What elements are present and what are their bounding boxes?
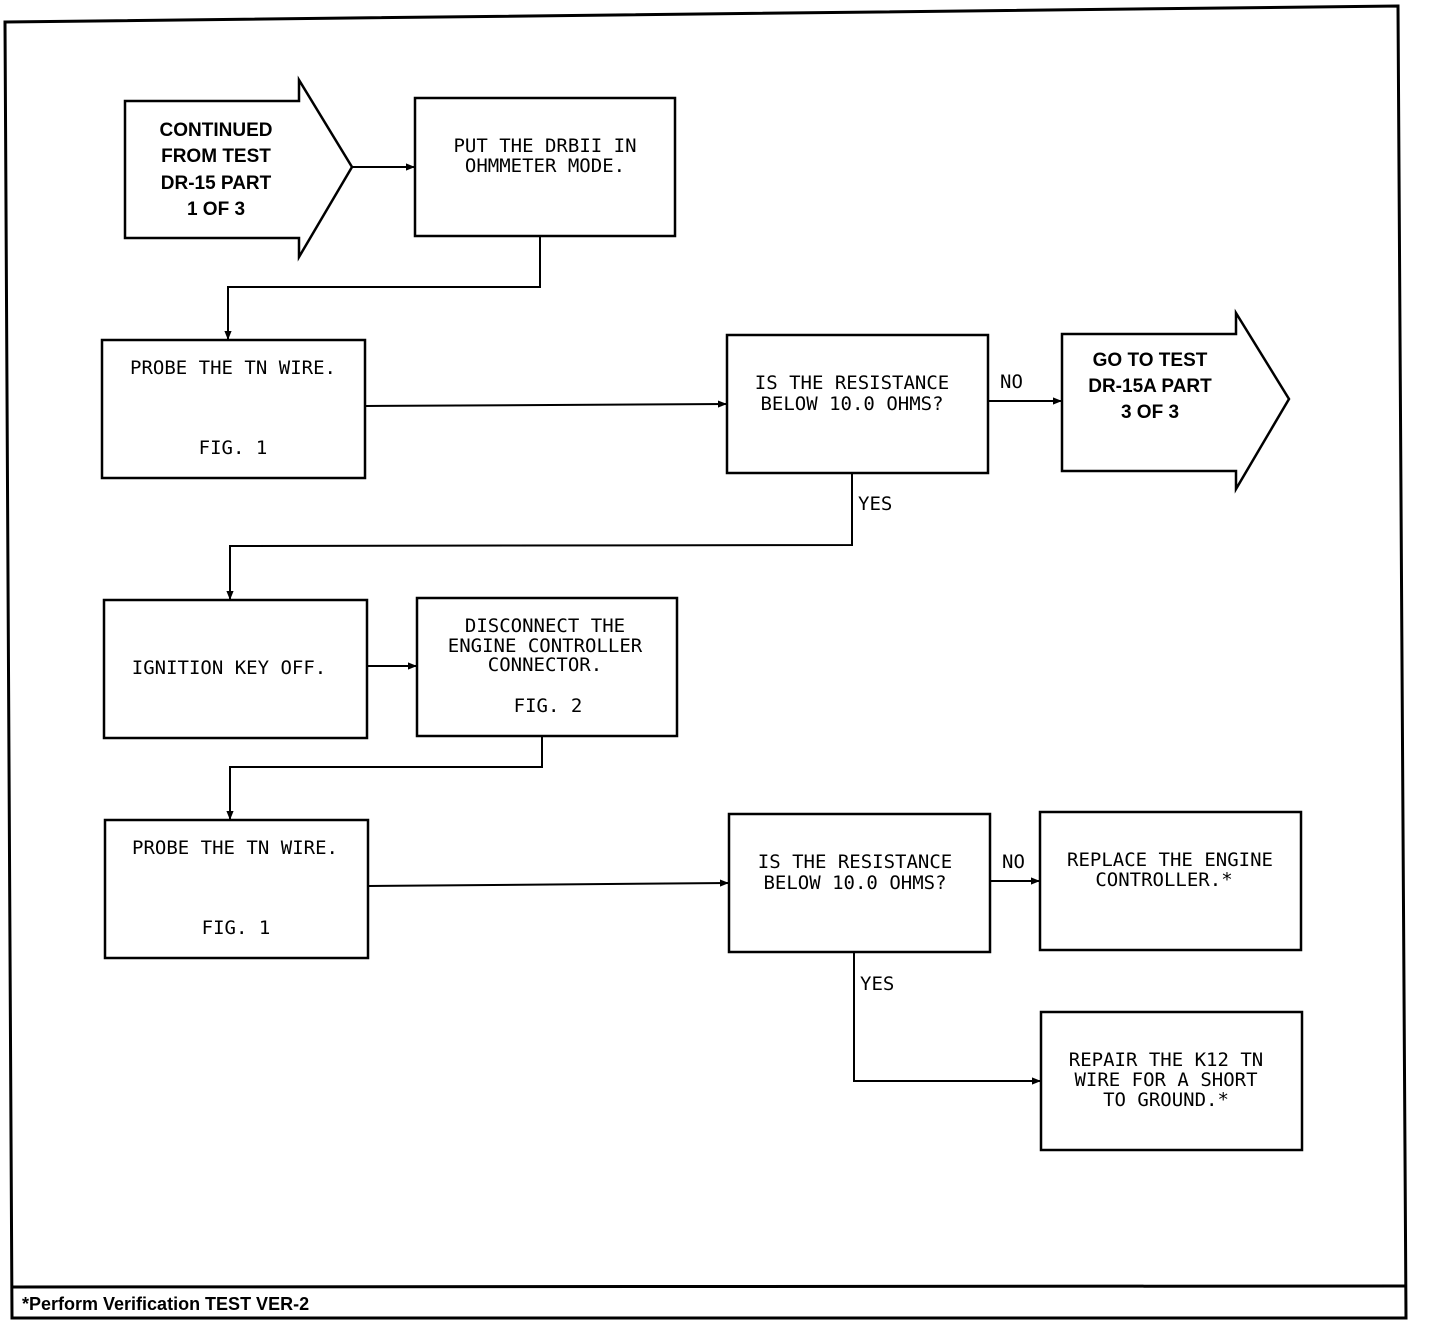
put-drbii-box [413,96,677,238]
goto-line-1: GO TO TEST [1093,350,1208,371]
footer-divider [11,1284,1406,1289]
repair-line-2: WIRE FOR A SHORT [1074,1069,1257,1091]
ignition-box [102,598,369,740]
decision-2-line-2: BELOW 10.0 OHMS? [763,872,946,894]
disconnect-line-2: ENGINE CONTROLLER [448,635,643,657]
put-drbii-line-1: PUT THE DRBII IN [453,135,636,157]
goto-line-3: 3 OF 3 [1121,402,1179,423]
replace-box [1038,810,1303,952]
decision-1-line-2: BELOW 10.0 OHMS? [760,393,943,415]
decision-1-box [725,333,990,475]
start-line-3: DR-15 PART [161,173,272,194]
repair-box [1039,1010,1304,1152]
label-yes-1: YES [858,493,892,515]
start-arrow-shape [123,75,354,262]
probe-1-line-1: PROBE THE TN WIRE. [130,357,336,379]
connector-disconnect-to-probe-2 [226,736,543,820]
connector-decision-2-to-repair [853,952,1041,1085]
decision-2-box [727,812,992,954]
start-line-4: 1 OF 3 [187,199,245,220]
decision-1-line-1: IS THE RESISTANCE [755,372,949,394]
label-no-2: NO [1002,851,1025,873]
disconnect-box [415,596,679,738]
disconnect-line-3: CONNECTOR. [488,654,602,676]
connector-decision-1-to-ignition [226,473,853,600]
connector-probe-2-to-decision-2 [367,879,730,887]
footer-note: *Perform Verification TEST VER-2 [22,1294,309,1314]
probe-1-fig: FIG. 1 [199,437,268,459]
goto-arrow-shape [1060,308,1291,494]
decision-2-line-1: IS THE RESISTANCE [758,851,952,873]
disconnect-line-1: DISCONNECT THE [465,615,625,637]
probe-2-fig: FIG. 1 [202,917,271,939]
probe-1-box [100,338,367,480]
label-yes-2: YES [860,973,894,995]
label-no-1: NO [1000,371,1023,393]
start-line-1: CONTINUED [160,120,273,141]
probe-2-line-1: PROBE THE TN WIRE. [132,837,338,859]
probe-2-box [103,818,370,960]
repair-line-3: TO GROUND.* [1103,1089,1229,1111]
replace-line-2: CONTROLLER.* [1095,869,1232,891]
repair-line-1: REPAIR THE K12 TN [1069,1049,1263,1071]
connector-put-to-probe-1 [224,236,541,340]
disconnect-fig: FIG. 2 [514,695,583,717]
ignition-line-1: IGNITION KEY OFF. [132,657,326,679]
goto-line-2: DR-15A PART [1088,376,1212,397]
connector-probe-1-to-decision-1 [364,400,728,408]
put-drbii-line-2: OHMMETER MODE. [465,155,625,177]
replace-line-1: REPLACE THE ENGINE [1067,849,1273,871]
start-arrow-text: CONTINUED FROM TEST DR-15 PART 1 OF 3 [160,120,273,220]
outer-frame [3,4,1408,1320]
goto-arrow-text: GO TO TEST DR-15A PART 3 OF 3 [1088,350,1212,423]
start-line-2: FROM TEST [161,146,271,167]
